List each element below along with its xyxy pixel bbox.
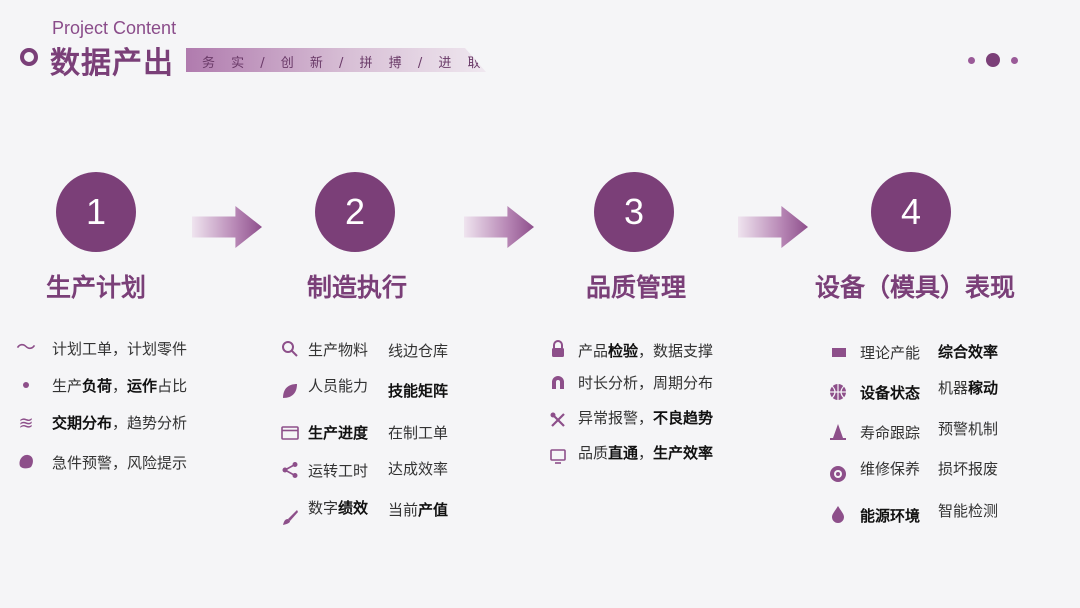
list-item: 急件预警，风险提示	[52, 454, 188, 472]
pager-dot	[1011, 57, 1018, 64]
target-icon	[829, 465, 847, 483]
share-icon	[281, 461, 299, 479]
list-item-label: 生产进度	[308, 424, 369, 442]
list-item-label: 设备状态	[860, 384, 921, 402]
list-item-value: 达成效率	[388, 460, 449, 478]
pager-dot-active	[986, 53, 1000, 67]
list-item-label: 人员能力	[308, 377, 369, 395]
list-item-value: 机器稼动	[938, 379, 999, 397]
arrow-right-icon	[192, 206, 262, 248]
list-item-value: 智能检测	[938, 502, 999, 520]
cone-icon	[829, 423, 847, 441]
list-item-label: 维修保养	[860, 460, 921, 478]
monitor-icon	[549, 447, 567, 465]
list-item: 时长分析，周期分布	[578, 374, 714, 392]
tools-icon	[549, 411, 567, 429]
magnet-icon	[549, 374, 567, 392]
brush-icon	[281, 508, 299, 526]
page-title: 数据产出	[50, 46, 174, 81]
list-item: 异常报警，不良趋势	[578, 409, 714, 427]
step-1-title: 生产计划	[46, 273, 147, 302]
motto-text: 务 实 / 创 新 / 拼 搏 / 进 取	[202, 56, 487, 71]
list-item-label: 生产物料	[308, 341, 369, 359]
list-item-value: 预警机制	[938, 420, 999, 438]
step-4-number: 4	[871, 172, 951, 252]
lock-icon	[549, 340, 567, 358]
step-2-number: 2	[315, 172, 395, 252]
waves-icon: ≋	[18, 412, 34, 434]
list-item-label: 数字绩效	[308, 497, 368, 518]
list-item-label: 寿命跟踪	[860, 424, 921, 442]
motto-ribbon: 务 实 / 创 新 / 拼 搏 / 进 取	[186, 48, 486, 72]
list-item-value: 技能矩阵	[388, 382, 449, 400]
list-item: 计划工单，计划零件	[52, 340, 188, 358]
ring-icon	[20, 48, 38, 66]
card-icon	[830, 343, 848, 361]
step-4-title: 设备（模具）表现	[815, 273, 1016, 302]
step-1-number: 1	[56, 172, 136, 252]
arrow-right-icon	[464, 206, 534, 248]
list-item-label: 运转工时	[308, 462, 369, 480]
dot-icon	[17, 376, 35, 394]
list-item-label: 理论产能	[860, 344, 921, 362]
list-item: 产品检验，数据支撑	[578, 342, 714, 360]
step-2-title: 制造执行	[307, 273, 408, 302]
list-item-value: 当前产值	[388, 501, 449, 519]
list-item-label: 能源环境	[860, 507, 921, 525]
leaf-icon	[281, 382, 299, 400]
list-item-value: 综合效率	[938, 343, 999, 361]
list-item: 交期分布，趋势分析	[52, 414, 188, 432]
browser-icon	[281, 424, 299, 442]
list-item-value: 线边仓库	[388, 342, 449, 360]
list-item: 生产负荷，运作占比	[52, 377, 188, 395]
list-item: 品质直通，生产效率	[578, 444, 714, 462]
search-icon	[281, 340, 299, 358]
step-3-number: 3	[594, 172, 674, 252]
list-item-value: 在制工单	[388, 424, 449, 442]
step-3-title: 品质管理	[586, 273, 687, 302]
arrow-right-icon	[738, 206, 808, 248]
list-item-value: 损坏报废	[938, 460, 999, 478]
subtitle: Project Content	[52, 18, 177, 38]
tilde-icon: 〜	[16, 334, 36, 359]
list-item-label-text: 数字绩效	[308, 499, 369, 517]
pager-dot	[968, 57, 975, 64]
drop-icon	[829, 505, 847, 523]
ball-icon	[829, 383, 847, 401]
blob-icon	[17, 452, 35, 470]
